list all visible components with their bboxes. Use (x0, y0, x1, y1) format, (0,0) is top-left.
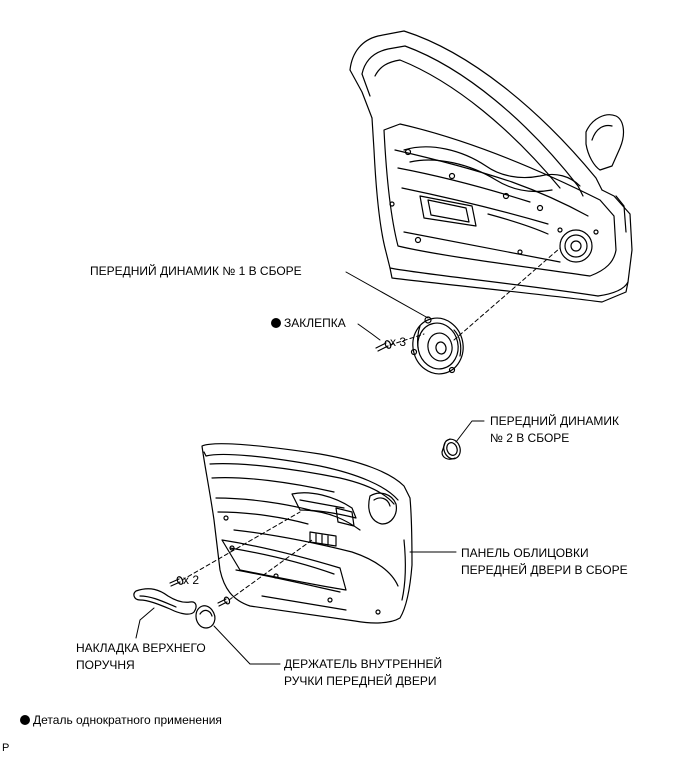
non-reusable-icon (271, 318, 281, 328)
screw-part (169, 576, 184, 587)
label-door-panel-line2: ПЕРЕДНЕЙ ДВЕРИ В СБОРЕ (461, 563, 628, 577)
label-door-panel-line1: ПАНЕЛЬ ОБЛИЦОВКИ (461, 546, 589, 560)
assembly-lines (181, 247, 561, 601)
label-front-speaker-1: ПЕРЕДНИЙ ДИНАМИК № 1 В СБОРЕ (90, 264, 302, 278)
door-trim-panel (201, 443, 413, 624)
label-rivet-text: ЗАКЛЕПКА (284, 316, 346, 330)
front-door-illustration (349, 30, 633, 303)
rivet-part (375, 340, 392, 352)
leader-lines (135, 271, 485, 665)
upper-armrest-cover (133, 588, 197, 615)
corner-mark: P (2, 742, 10, 754)
front-speaker-1 (410, 316, 464, 375)
legend: Деталь однократного применения (20, 712, 222, 729)
label-handle-holder-line1: ДЕРЖАТЕЛЬ ВНУТРЕННЕЙ (284, 657, 443, 671)
non-reusable-icon (20, 715, 30, 725)
label-rivet-qty: x 3 (390, 335, 407, 349)
label-screw-qty: x 2 (183, 573, 200, 587)
label-armrest-line2: ПОРУЧНЯ (76, 658, 135, 672)
label-front-speaker-2-line1: ПЕРЕДНИЙ ДИНАМИК (490, 414, 620, 428)
label-rivet: ЗАКЛЕПКА (271, 315, 346, 332)
legend-text: Деталь однократного применения (33, 713, 222, 727)
inner-handle-holder (195, 605, 216, 629)
screw-part-lower (217, 596, 231, 607)
label-handle-holder-line2: РУЧКИ ПЕРЕДНЕЙ ДВЕРИ (284, 674, 437, 688)
front-speaker-2 (441, 438, 461, 460)
label-front-speaker-2-line2: № 2 В СБОРЕ (490, 431, 570, 445)
label-armrest-line1: НАКЛАДКА ВЕРХНЕГО (76, 641, 206, 655)
